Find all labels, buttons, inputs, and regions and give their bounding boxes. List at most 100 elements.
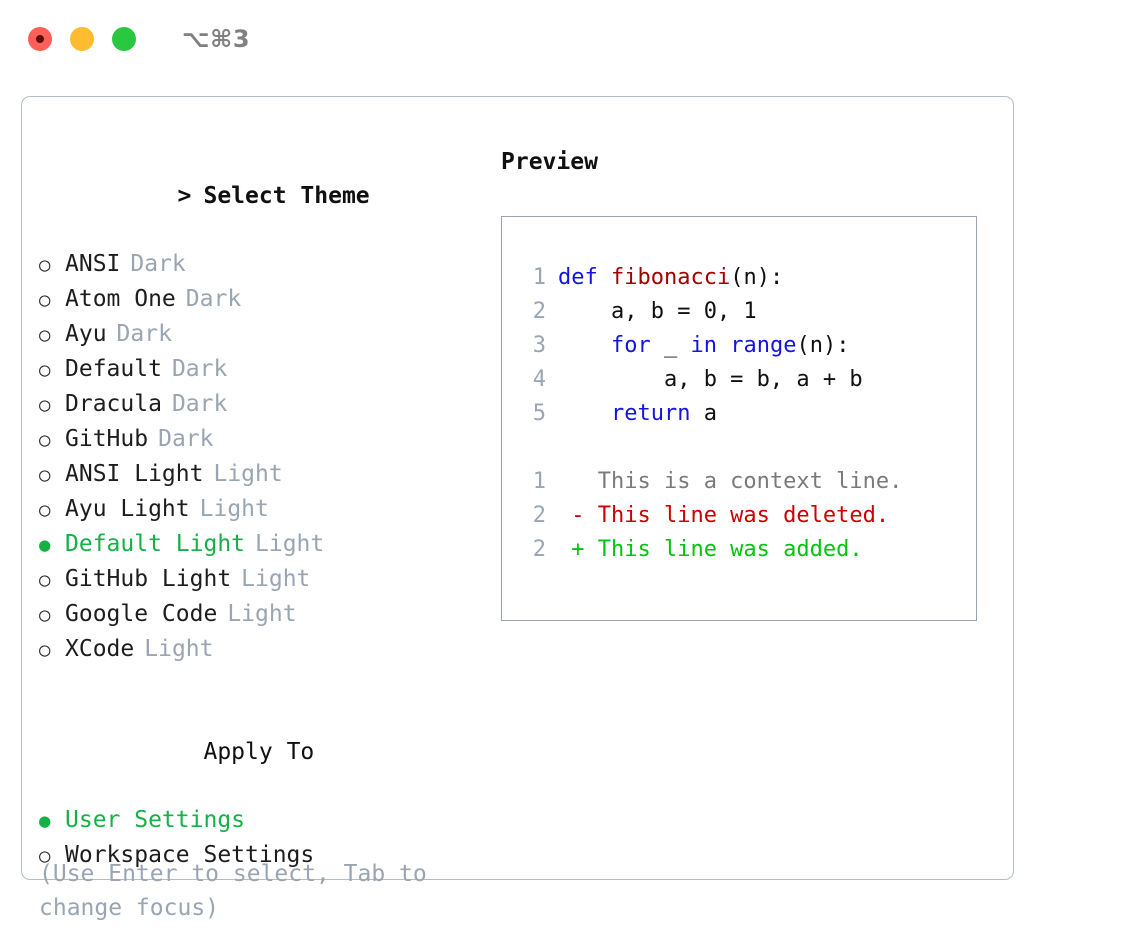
- diff-line-content: + This line was added.: [558, 537, 863, 562]
- theme-option-tag: Dark: [185, 286, 242, 312]
- theme-option-label: ANSI: [65, 251, 121, 277]
- minimize-button[interactable]: [70, 27, 94, 51]
- code-line-number: 3: [532, 333, 546, 358]
- theme-option-label: GitHub Light: [65, 566, 232, 592]
- code-token-plain: a, b = 0, 1: [558, 299, 757, 324]
- radio-selected-icon: ●: [39, 534, 51, 556]
- code-token-kw: in: [690, 333, 717, 358]
- diff-line-del: 2 - This line was deleted.: [520, 499, 976, 533]
- code-line-content: for _ in range(n):: [558, 329, 849, 363]
- theme-option-label: XCode: [65, 636, 135, 662]
- theme-option-label: Atom One: [65, 286, 176, 312]
- code-token-plain: (n):: [730, 265, 784, 290]
- select-theme-header-label: Select Theme: [203, 183, 370, 209]
- apply-to-option-workspace-settings[interactable]: ○ Workspace Settings: [39, 838, 489, 873]
- code-line-content: def fibonacci(n):: [558, 261, 783, 295]
- code-token-plain: [717, 333, 730, 358]
- code-token-plain: a, b = b, a + b: [558, 367, 863, 392]
- theme-option-label: Dracula: [65, 391, 162, 417]
- diff-sample: 1 This is a context line.2 - This line w…: [520, 465, 976, 567]
- theme-option-atom-one[interactable]: ○ Atom One Dark: [39, 282, 489, 317]
- code-line-content: a, b = b, a + b: [558, 363, 863, 397]
- zoom-button[interactable]: [112, 27, 136, 51]
- diff-line-content: This is a context line.: [558, 469, 903, 494]
- radio-unselected-icon: ○: [39, 569, 51, 591]
- apply-to-option-label: User Settings: [65, 807, 246, 833]
- theme-option-tag: Light: [255, 531, 325, 557]
- diff-line-context: 1 This is a context line.: [520, 465, 976, 499]
- theme-option-default-light[interactable]: ● Default Light Light: [39, 527, 489, 562]
- theme-option-tag: Light: [227, 601, 297, 627]
- close-button[interactable]: [28, 27, 52, 51]
- code-line: 3 for _ in range(n):: [520, 329, 976, 363]
- diff-line-add: 2 + This line was added.: [520, 533, 976, 567]
- radio-unselected-icon: ○: [39, 359, 51, 381]
- radio-unselected-icon: ○: [39, 394, 51, 416]
- code-token-plain: [558, 333, 611, 358]
- radio-unselected-icon: ○: [39, 464, 51, 486]
- code-line-number: 5: [532, 401, 546, 426]
- theme-option-label: ANSI Light: [65, 461, 204, 487]
- theme-option-label: Default Light: [65, 531, 246, 557]
- theme-option-dracula[interactable]: ○ Dracula Dark: [39, 387, 489, 422]
- radio-unselected-icon: ○: [39, 639, 51, 661]
- radio-unselected-icon: ○: [39, 254, 51, 276]
- theme-option-tag: Dark: [116, 321, 172, 347]
- code-line-content: a, b = 0, 1: [558, 295, 757, 329]
- code-token-kw: range: [730, 333, 797, 358]
- theme-option-default[interactable]: ○ Default Dark: [39, 352, 489, 387]
- preview-title: Preview: [501, 149, 598, 175]
- help-hint-text: (Use Enter to select, Tab to change focu…: [39, 861, 427, 921]
- code-token-kw: return: [610, 401, 691, 426]
- code-token-fn: fibonacci: [610, 265, 731, 290]
- code-line: 2 a, b = 0, 1: [520, 295, 976, 329]
- theme-option-ansi[interactable]: ○ ANSI Dark: [39, 247, 489, 282]
- theme-option-tag: Light: [144, 636, 214, 662]
- code-line-content: return a: [558, 397, 717, 431]
- apply-to-option-user-settings[interactable]: ● User Settings: [39, 803, 489, 838]
- code-diff-spacer: [520, 431, 976, 465]
- diff-line-number: 1: [532, 469, 546, 494]
- code-token-plain: _: [650, 333, 691, 358]
- code-line: 1 def fibonacci(n):: [520, 261, 976, 295]
- select-theme-header: > Select Theme: [39, 145, 489, 247]
- theme-option-label: Default: [65, 356, 162, 382]
- radio-selected-icon: ●: [39, 810, 51, 832]
- code-line-number: 4: [532, 367, 546, 392]
- apply-to-header: Apply To: [39, 701, 489, 803]
- code-line: 5 return a: [520, 397, 976, 431]
- diff-line-number: 2: [532, 503, 546, 528]
- radio-unselected-icon: ○: [39, 604, 51, 626]
- keyboard-shortcut-label: ⌥⌘3: [182, 25, 251, 53]
- code-token-plain: (n):: [796, 333, 850, 358]
- code-token-kw: def: [558, 265, 611, 290]
- theme-option-tag: Dark: [171, 391, 228, 417]
- radio-unselected-icon: ○: [39, 289, 51, 311]
- theme-option-ansi-light[interactable]: ○ ANSI Light Light: [39, 457, 489, 492]
- caret-icon: >: [177, 183, 192, 209]
- theme-option-tag: Light: [213, 461, 283, 487]
- theme-option-xcode[interactable]: ○ XCode Light: [39, 632, 489, 667]
- code-token-kw: for: [610, 333, 651, 358]
- radio-unselected-icon: ○: [39, 324, 51, 346]
- radio-unselected-icon: ○: [39, 845, 51, 867]
- theme-option-tag: Light: [199, 496, 269, 522]
- theme-option-tag: Dark: [171, 356, 228, 382]
- section-spacer: [39, 667, 489, 701]
- theme-option-tag: Dark: [158, 426, 214, 452]
- theme-option-tag: Dark: [130, 251, 186, 277]
- code-token-plain: a: [690, 401, 717, 426]
- code-line-number: 1: [532, 265, 546, 290]
- code-line-number: 2: [532, 299, 546, 324]
- apply-to-option-label: Workspace Settings: [65, 842, 315, 868]
